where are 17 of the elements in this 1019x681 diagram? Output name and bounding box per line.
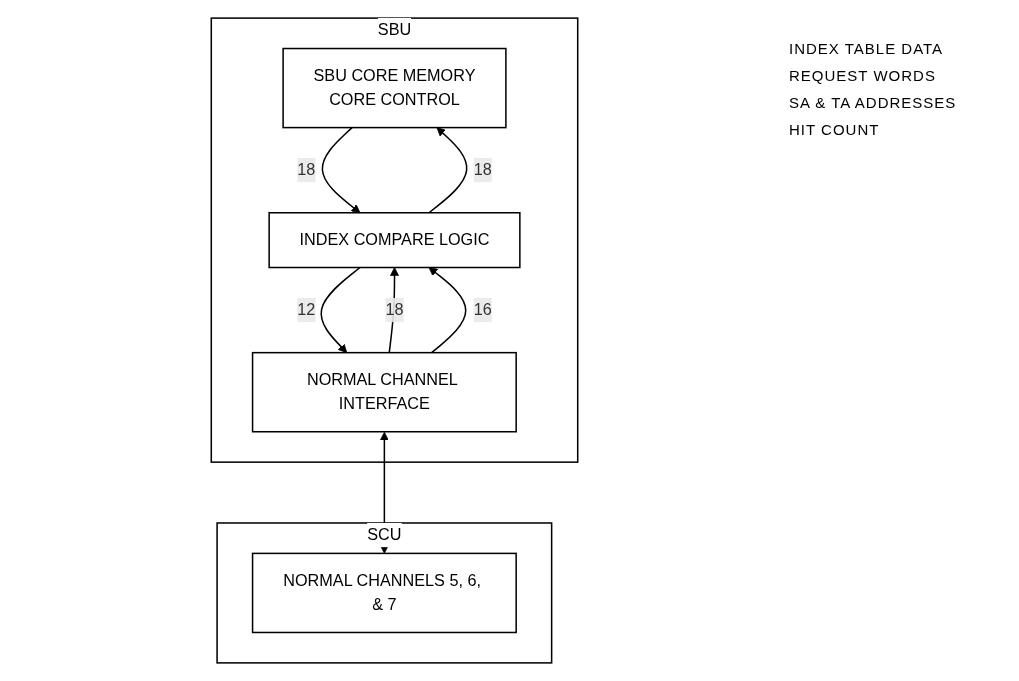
signal-label: INDEX TABLE DATA — [789, 40, 945, 57]
node-box: NORMAL CHANNELS 5, 6, & 7 — [251, 552, 517, 634]
edge-label: 18 — [385, 300, 404, 319]
arrow — [428, 267, 467, 354]
arrow — [428, 127, 468, 214]
edge-label: 18 — [473, 161, 492, 179]
node-box: SBU CORE MEMORY CORE CONTROL — [282, 47, 507, 129]
arrow — [321, 126, 361, 214]
edge-label: 16 — [473, 300, 492, 319]
edge-label: 12 — [297, 300, 316, 319]
node-box: NORMAL CHANNEL INTERFACE — [251, 351, 517, 433]
edge-label: 18 — [297, 161, 316, 179]
node-box: INDEX COMPARE LOGIC — [268, 212, 521, 269]
arrow — [320, 266, 361, 354]
signal-label: SA & TA ADDRESSES — [789, 94, 958, 111]
signal-label: REQUEST WORDS — [789, 67, 937, 84]
signal-label: HIT COUNT — [789, 121, 881, 138]
